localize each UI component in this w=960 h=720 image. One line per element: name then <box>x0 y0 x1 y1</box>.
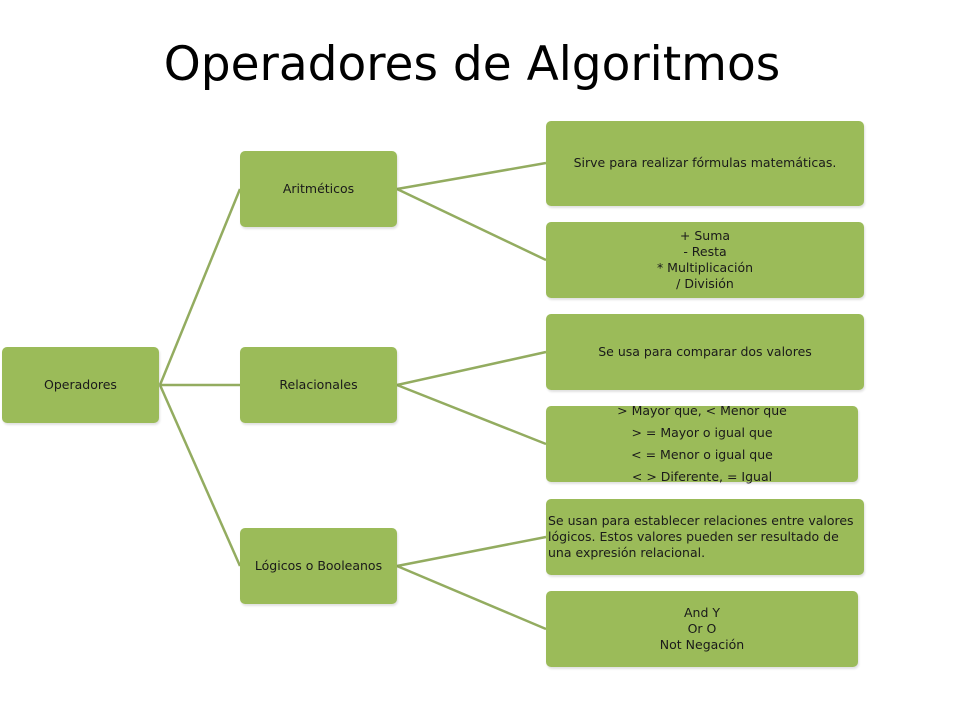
connector-root-logicos <box>158 384 242 567</box>
node-aritmeticos-label: Aritméticos <box>282 180 355 196</box>
connector-relacionales-lista <box>396 383 547 446</box>
node-text-line: / División <box>676 276 734 292</box>
connector-aritmeticos-lista <box>396 187 547 262</box>
connector-logicos-lista <box>396 564 547 631</box>
connector-root-aritmeticos <box>158 188 242 386</box>
node-relacionales-lista: > Mayor que, < Menor que > = Mayor o igu… <box>546 403 858 484</box>
node-logicos-booleanos: Lógicos o Booleanos <box>240 528 397 604</box>
node-text-line: Not Negación <box>659 637 745 653</box>
node-text-line: Se usa para comparar dos valores <box>598 343 812 359</box>
node-text-line: - Resta <box>683 243 727 259</box>
node-text-line: + Suma <box>679 227 731 243</box>
node-aritmeticos-lista: + Suma - Resta * Multiplicación / Divisi… <box>546 222 864 298</box>
node-text-line: < > Diferente, = Igual <box>631 469 773 484</box>
node-text-line: > Mayor que, < Menor que <box>617 403 787 418</box>
node-operadores: Operadores <box>2 347 159 423</box>
node-text-line: > = Mayor o igual que <box>631 425 773 440</box>
node-aritmeticos-descripcion: Sirve para realizar fórmulas matemáticas… <box>546 121 864 206</box>
node-relacionales-descripcion: Se usa para comparar dos valores <box>546 314 864 390</box>
node-relacionales: Relacionales <box>240 347 397 423</box>
connector-relacionales-descripcion <box>396 350 547 387</box>
node-aritmeticos: Aritméticos <box>240 151 397 227</box>
node-logicos-lista: And Y Or O Not Negación <box>546 591 858 667</box>
node-text-line: Sirve para realizar fórmulas matemáticas… <box>573 155 837 171</box>
node-logicos-descripcion: Se usan para establecer relaciones entre… <box>546 499 864 575</box>
node-text-line: Or O <box>687 620 717 636</box>
node-text-line: Se usan para establecer relaciones entre… <box>548 512 854 561</box>
node-relacionales-label: Relacionales <box>279 376 358 392</box>
node-text-line: * Multiplicación <box>656 260 754 275</box>
node-logicos-booleanos-label: Lógicos o Booleanos <box>254 557 383 573</box>
node-text-line: < = Menor o igual que <box>631 447 773 462</box>
connector-aritmeticos-descripcion <box>396 161 547 191</box>
slide-title: Operadores de Algoritmos <box>163 37 781 92</box>
node-operadores-label: Operadores <box>44 376 117 392</box>
node-text-line: And Y <box>683 604 721 620</box>
connector-logicos-descripcion <box>396 535 547 568</box>
